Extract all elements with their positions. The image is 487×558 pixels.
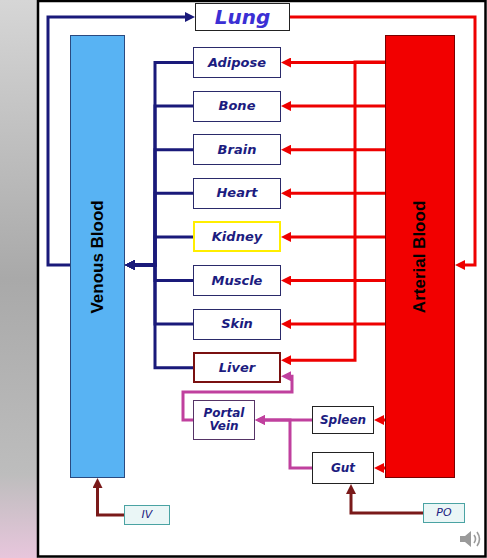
lung-box: Lung [195,3,290,31]
flow-arrow [285,62,385,360]
portal-vein-box: Portal Vein [193,400,255,440]
flow-arrow [259,420,312,468]
speaker-icon [460,531,480,547]
organ-box: Kidney [193,221,281,252]
flow-arrow [129,150,193,265]
flow-arrow [129,106,193,265]
node-label: Heart [216,186,257,200]
organ-box: Liver [193,352,281,383]
venous-blood-bar: Venous Blood [70,35,125,478]
organ-box: Adipose [193,47,281,78]
node-label: Kidney [212,230,262,244]
node-label: Brain [218,143,257,157]
organ-box: Skin [193,309,281,340]
node-label: Portal Vein [198,407,250,432]
flow-arrow [285,279,385,282]
flow-arrow [98,482,125,515]
node-label: Gut [331,462,355,475]
flow-arrow [129,63,193,266]
node-label: IV [142,509,153,521]
flow-arrow [285,235,385,238]
node-label: Spleen [320,414,366,427]
flow-arrow [129,265,193,281]
node-label: Bone [219,99,256,113]
flow-arrow [351,488,423,513]
node-label: PO [436,507,451,519]
flow-arrow [378,419,385,422]
organ-box: Spleen [312,406,374,434]
node-label: Adipose [208,56,266,70]
arterial-blood-bar: Arterial Blood [385,35,455,478]
node-label: Lung [215,7,271,28]
organ-box: Gut [312,452,374,484]
node-label: Skin [221,317,253,331]
organ-box: Heart [193,178,281,209]
node-label: Arterial Blood [411,200,429,312]
flow-arrow [285,192,385,195]
flow-arrow [285,323,385,326]
flow-arrow [129,265,193,324]
flow-arrow [129,193,193,265]
background-photo [0,0,38,558]
flow-arrow [285,148,385,151]
flow-arrow [285,105,385,108]
organ-box: Bone [193,91,281,122]
frame [38,1,486,557]
node-label: Muscle [212,274,263,288]
dose-route-box: IV [124,505,170,525]
flow-arrow [129,265,193,368]
node-label: Venous Blood [89,200,107,313]
organ-box: Muscle [193,265,281,296]
flow-arrow [129,237,193,265]
organ-box: Brain [193,134,281,165]
node-label: Liver [219,361,255,375]
flow-arrow [378,467,385,470]
dose-route-box: PO [423,503,465,523]
